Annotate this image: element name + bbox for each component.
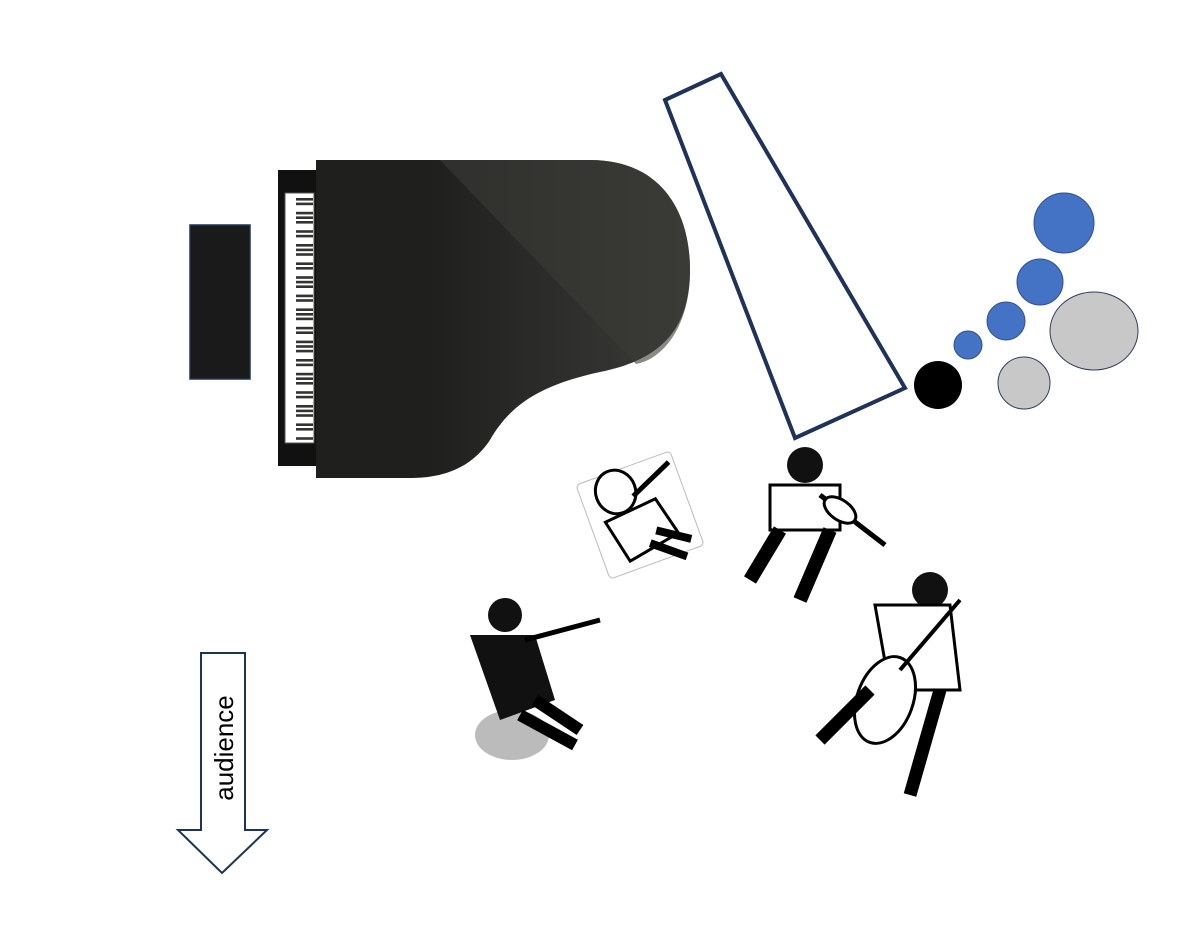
black-circle xyxy=(914,361,962,409)
black-key xyxy=(296,349,313,353)
blue-circle xyxy=(1016,258,1064,306)
gray-seat-circle xyxy=(475,710,549,760)
black-key xyxy=(296,202,313,206)
black-key xyxy=(296,382,313,385)
black-key xyxy=(296,198,313,201)
black-key xyxy=(296,308,313,311)
gray-circle xyxy=(997,356,1051,410)
blue-circle xyxy=(1033,192,1095,254)
black-key xyxy=(296,216,313,219)
black-key xyxy=(296,437,313,440)
black-key xyxy=(296,299,313,302)
cellist xyxy=(815,572,962,797)
black-key xyxy=(296,395,313,399)
black-key xyxy=(296,230,313,233)
black-key xyxy=(296,409,313,413)
black-key xyxy=(296,317,313,321)
violist xyxy=(470,598,601,751)
violinist xyxy=(743,447,887,603)
black-key xyxy=(296,211,313,215)
violinist xyxy=(576,451,704,579)
black-key xyxy=(296,313,313,316)
black-key xyxy=(296,285,313,288)
piano-bench xyxy=(189,224,251,380)
black-key xyxy=(296,276,313,279)
black-key xyxy=(296,267,313,270)
black-key xyxy=(296,428,313,431)
black-key xyxy=(296,414,313,417)
black-key xyxy=(296,340,313,344)
black-key xyxy=(296,331,313,334)
piano-lid xyxy=(662,71,908,441)
black-key xyxy=(296,244,313,247)
black-key xyxy=(296,359,313,362)
black-key xyxy=(296,326,313,330)
black-key xyxy=(296,405,313,408)
black-key xyxy=(296,372,313,376)
black-key xyxy=(296,363,313,367)
black-key xyxy=(296,377,313,380)
blue-circle xyxy=(953,330,983,360)
black-key xyxy=(296,221,313,224)
black-key xyxy=(296,294,313,298)
blue-circle xyxy=(986,301,1026,341)
circle-group xyxy=(914,192,1139,410)
black-key xyxy=(296,262,313,265)
black-key xyxy=(296,234,313,238)
grand-piano xyxy=(278,160,690,478)
black-key xyxy=(296,345,313,348)
gray-circle xyxy=(1049,291,1139,371)
black-key xyxy=(296,423,313,426)
audience-label: audience xyxy=(209,695,239,801)
black-key xyxy=(296,248,313,252)
black-key xyxy=(296,253,313,256)
audience-arrow: audience xyxy=(175,652,270,875)
black-key xyxy=(296,280,313,284)
black-key xyxy=(296,391,313,394)
